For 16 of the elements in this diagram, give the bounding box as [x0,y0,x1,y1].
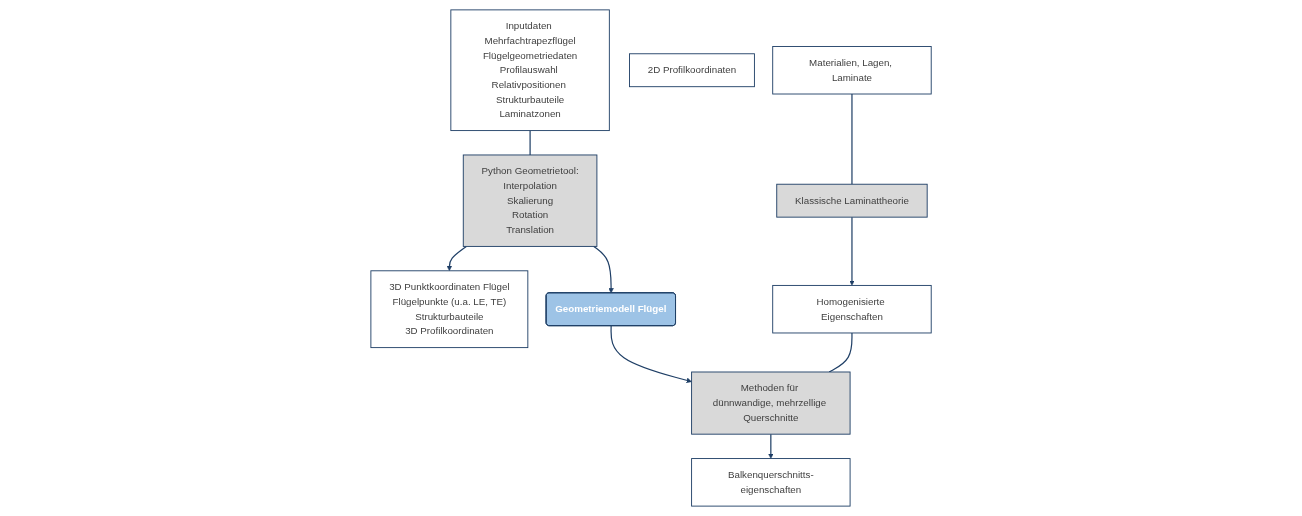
connector [851,93,853,185]
node-box: Methoden für dünnwandige, mehrzellige Querschnitte [691,371,851,435]
arrow [768,433,774,459]
arrow [593,245,614,294]
node-box: Homogenisierte Eigenschaften [772,284,932,334]
arrow [610,325,692,383]
node-box: Materialien, Lagen, Laminate [772,46,932,95]
arrow [849,216,855,286]
node-box: Balkenquerschnitts-eigenschaften [691,458,851,507]
node-box: Python Geometrietool: Interpolation Skalierung Rotation Translation [462,154,598,247]
node-box: 3D Punktkoordinaten Flügel Flügelpunkte (u.a. LE, TE) Strukturbauteile 3D Profilkoordinaten [370,270,529,349]
node-box: 2D Profilkoordinaten [628,53,755,88]
node-box: Klassische Laminattheorie [776,183,928,218]
arrow [446,245,467,272]
connector [529,129,531,156]
node-box: Inputdaten Mehrfachtrapezflügel Flügelgeometriedaten Profilauswahl Relativpositionen Strukturbauteile Laminatzonen [450,9,610,132]
